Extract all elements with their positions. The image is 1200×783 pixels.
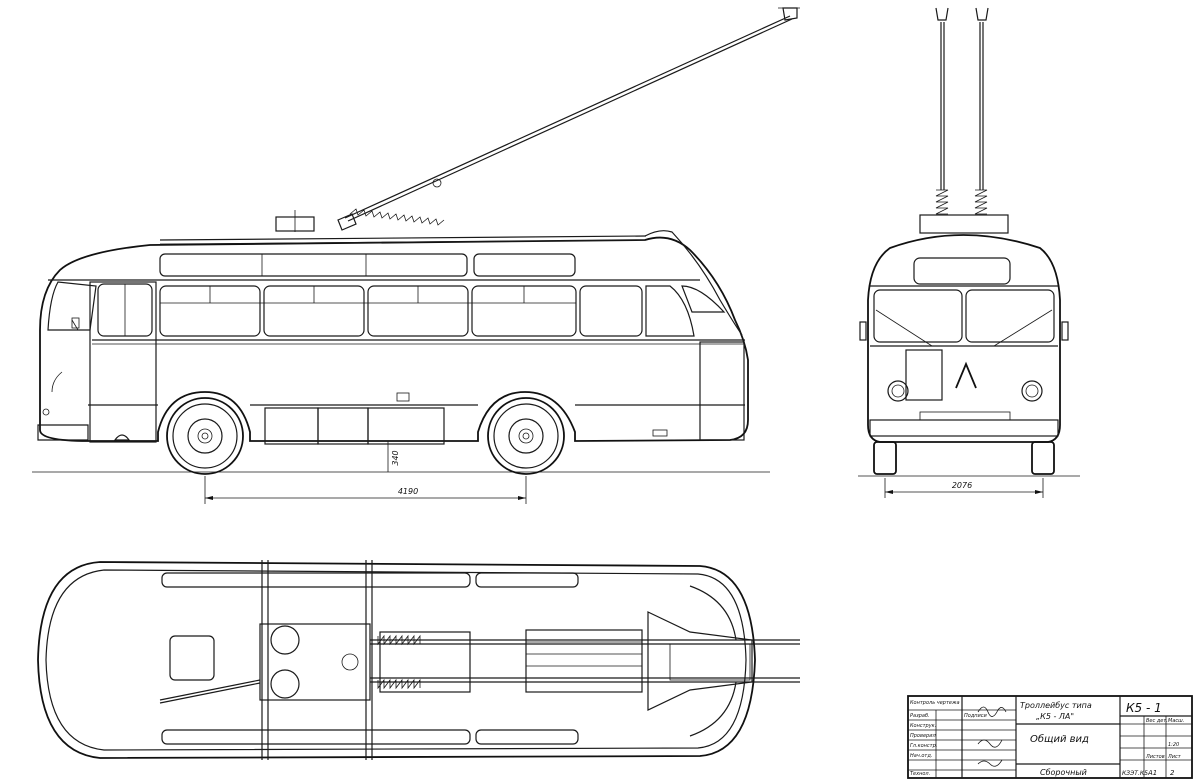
dim-clearance: 340 <box>387 441 400 472</box>
trolley-poles-front <box>919 7 1009 234</box>
title-block: Контроль чертежа Подписи Разраб. Констру… <box>907 695 1193 779</box>
bus-body-front <box>867 234 1061 443</box>
role-0: Разраб. <box>910 713 930 719</box>
scale-value: 1:20 <box>1168 742 1179 748</box>
title-name-line2: „К5 - ЛА" <box>1036 712 1074 721</box>
header-mass: Вес дет. <box>1146 718 1168 724</box>
header-scale: Масш. <box>1168 718 1184 724</box>
dim-wheelbase: 4190 <box>204 476 527 504</box>
header-sheets: Листов <box>1145 754 1165 760</box>
assembly-label: Сборочный <box>1040 768 1087 777</box>
ground-clearance-value: 340 <box>391 450 400 465</box>
view-title: Общий вид <box>1030 733 1089 745</box>
format-code: КЗЭТ.К5 <box>1122 770 1148 777</box>
front-view: 2076 <box>858 7 1080 498</box>
drawing-code: К5 - 1 <box>1126 701 1162 715</box>
front-wheel-side <box>166 397 244 475</box>
sheet-number: 2 <box>1170 769 1175 777</box>
checked-label: Контроль чертежа <box>910 700 960 706</box>
rear-wheel-side <box>487 397 565 475</box>
signatures-header: Подписи <box>964 713 988 719</box>
top-view <box>37 560 800 760</box>
signature-3 <box>977 759 1003 767</box>
wheelbase-value: 4190 <box>398 487 418 496</box>
format-value: А1 <box>1147 769 1157 777</box>
lia-logo <box>955 361 977 389</box>
header-sheet: Лист <box>1167 754 1182 760</box>
track-width-value: 2076 <box>952 481 972 490</box>
dim-track: 2076 <box>884 478 1044 498</box>
signature-2 <box>977 739 1003 748</box>
signature-1 <box>977 706 1007 717</box>
role-4: Нач.отд. <box>910 753 932 759</box>
role-1: Конструк. <box>910 723 936 729</box>
title-name-line1: Троллейбус типа <box>1020 701 1092 710</box>
bus-body-side <box>39 236 749 442</box>
side-view: 4190 340 <box>32 7 800 504</box>
role-5: Технол. <box>910 771 930 777</box>
trolley-pole-side <box>337 7 800 231</box>
role-2: Проверил <box>910 733 936 739</box>
role-3: Гл.констр. <box>910 743 937 749</box>
bus-body-top <box>37 561 756 759</box>
